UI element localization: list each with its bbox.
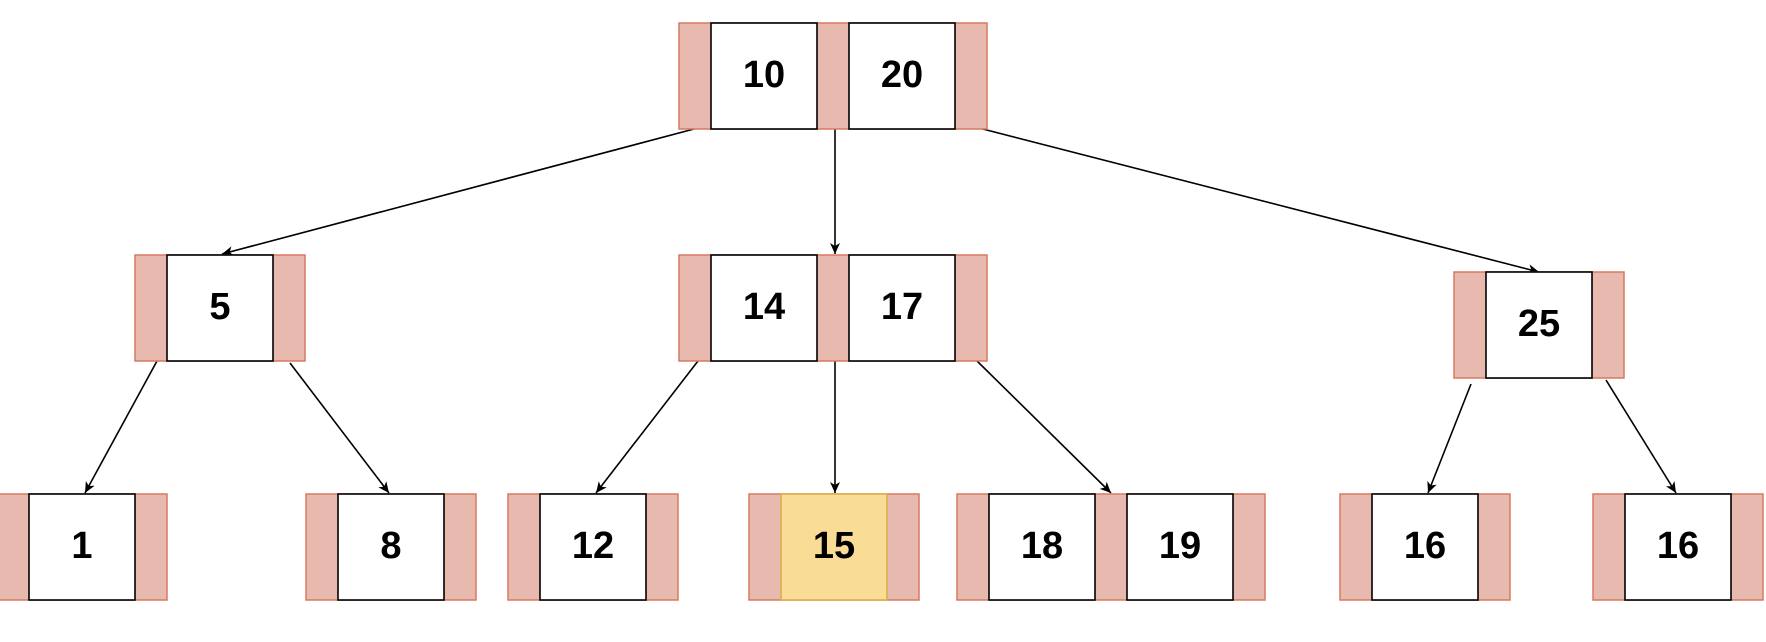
key-box xyxy=(28,493,136,601)
key-box xyxy=(1371,493,1479,601)
edge-root-to-left-internal xyxy=(221,128,695,257)
key-label: 17 xyxy=(881,286,923,328)
key-box xyxy=(710,254,818,362)
key-box xyxy=(848,22,956,130)
tree-node-leaf-8: 8 xyxy=(305,493,477,601)
tree-node-leaf-16a: 16 xyxy=(1339,493,1511,601)
edges-layer xyxy=(84,126,1677,494)
key-label: 19 xyxy=(1159,525,1201,567)
key-box xyxy=(1624,493,1732,601)
tree-node-right-internal: 25 xyxy=(1453,271,1625,379)
tree-node-left-internal: 5 xyxy=(134,254,306,362)
key-label: 15 xyxy=(813,525,855,567)
key-label: 20 xyxy=(881,54,923,96)
key-box xyxy=(166,254,274,362)
edge-middle-internal-to-leaf-12 xyxy=(595,360,699,494)
tree-node-root: 10 20 xyxy=(678,22,988,130)
key-box xyxy=(988,493,1096,601)
tree-node-leaf-16b: 16 xyxy=(1592,493,1764,601)
key-label: 5 xyxy=(209,286,230,328)
edge-middle-internal-to-leaf-18-19 xyxy=(974,358,1112,494)
edge-left-internal-to-leaf-8 xyxy=(289,362,390,494)
key-label: 12 xyxy=(572,525,614,567)
key-box xyxy=(539,493,647,601)
key-label: 8 xyxy=(380,525,401,567)
key-box xyxy=(848,254,956,362)
key-label: 16 xyxy=(1404,525,1446,567)
tree-node-middle-internal: 14 17 xyxy=(678,254,988,362)
key-label: 1 xyxy=(71,525,92,567)
edge-right-internal-to-leaf-16a xyxy=(1427,383,1472,494)
key-box xyxy=(1485,271,1593,379)
key-box xyxy=(710,22,818,130)
key-label: 16 xyxy=(1657,525,1699,567)
tree-node-leaf-1: 1 xyxy=(0,493,168,601)
edge-left-internal-to-leaf-1 xyxy=(84,360,158,494)
edge-root-to-right-internal xyxy=(974,126,1540,275)
key-box xyxy=(337,493,445,601)
key-label: 18 xyxy=(1021,525,1063,567)
highlighted-key-box xyxy=(780,493,888,601)
tree-node-leaf-15: 15 xyxy=(748,493,920,601)
key-label: 10 xyxy=(743,54,785,96)
edge-right-internal-to-leaf-16b xyxy=(1605,379,1677,494)
key-label: 25 xyxy=(1518,303,1560,345)
key-box xyxy=(1126,493,1234,601)
tree-node-leaf-12: 12 xyxy=(507,493,679,601)
key-label: 14 xyxy=(743,286,785,328)
